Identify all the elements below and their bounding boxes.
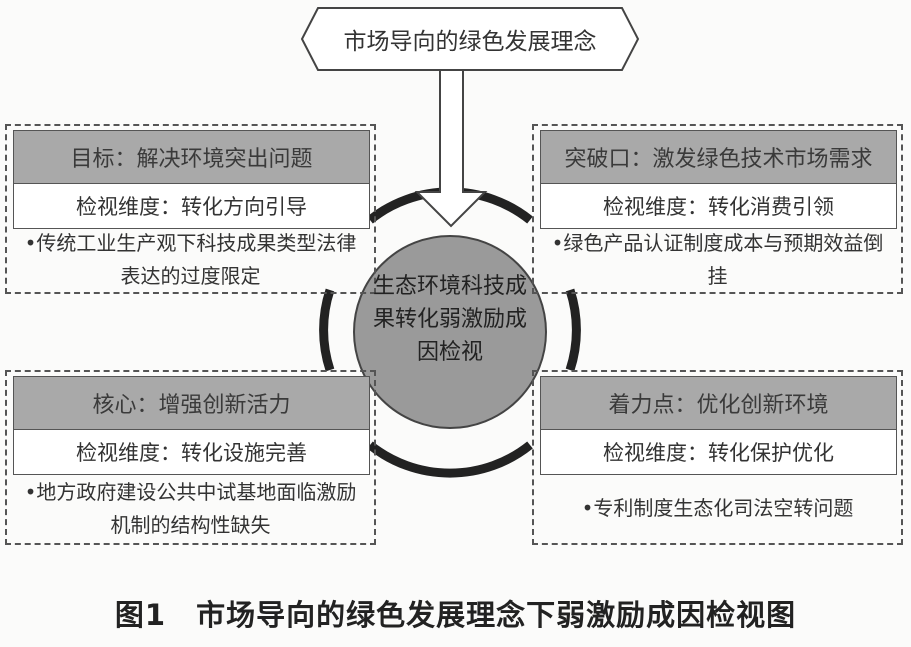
quadrant-bullet: •传统工业生产观下科技成果类型法律表达的过度限定 [24, 231, 357, 288]
quadrant-breakthrough: 突破口：激发绿色技术市场需求 检视维度：转化消费引领 •绿色产品认证制度成本与预… [532, 124, 903, 294]
quadrant-header: 突破口：激发绿色技术市场需求 [540, 130, 897, 184]
quadrant-header: 着力点：优化创新环境 [540, 376, 897, 430]
center-circle [353, 235, 547, 429]
ring-arc-bottom [367, 441, 533, 478]
quadrant-bullet: •专利制度生态化司法空转问题 [581, 496, 854, 520]
quadrant-bullet: •地方政府建设公共中试基地面临激励机制的结构性缺失 [24, 479, 357, 537]
center-line: 生态环境科技成 [372, 274, 527, 299]
quadrant-focus: 着力点：优化创新环境 检视维度：转化保护优化 •专利制度生态化司法空转问题 [532, 370, 903, 545]
ring-arc-right [565, 288, 581, 372]
figure-caption: 图1 市场导向的绿色发展理念下弱激励成因检视图 [114, 598, 797, 632]
quadrant-header: 核心：增强创新活力 [13, 376, 370, 430]
down-arrow-icon [414, 69, 488, 228]
quadrant-dimension: 检视维度：转化消费引领 [540, 183, 897, 229]
top-concept-label: 市场导向的绿色发展理念 [343, 29, 597, 55]
quadrant-core: 核心：增强创新活力 检视维度：转化设施完善 •地方政府建设公共中试基地面临激励机… [5, 370, 376, 545]
center-line: 果转化弱激励成 [372, 307, 527, 332]
quadrant-dimension: 检视维度：转化设施完善 [13, 429, 370, 475]
quadrant-dimension: 检视维度：转化保护优化 [540, 429, 897, 475]
center-line: 因检视 [416, 340, 483, 365]
quadrant-goal: 目标：解决环境突出问题 检视维度：转化方向引导 •传统工业生产观下科技成果类型法… [5, 124, 376, 294]
center-label: 生态环境科技成 果转化弱激励成 因检视 [360, 270, 540, 369]
top-concept-hexagon [300, 7, 640, 71]
quadrant-bullet: •绿色产品认证制度成本与预期效益倒挂 [551, 231, 884, 288]
quadrant-header: 目标：解决环境突出问题 [13, 130, 370, 184]
ring-arc-left [319, 288, 335, 372]
quadrant-dimension: 检视维度：转化方向引导 [13, 183, 370, 229]
